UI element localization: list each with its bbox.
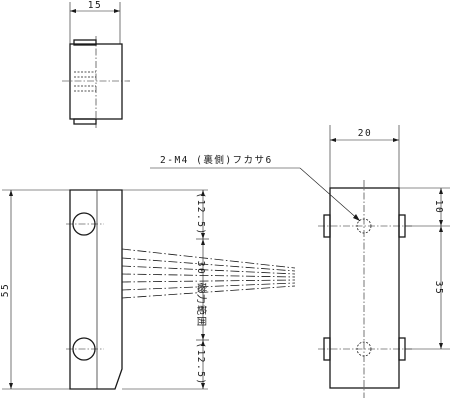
front-view: 55 (12.5) 30 磁力範囲 (12.5) (0, 189, 296, 390)
side-view-hole-pitch-dim: 35 (433, 281, 444, 295)
front-view-height-dim: 55 (0, 283, 11, 297)
top-view-width-dim: 15 (88, 0, 102, 11)
front-view-sensing-range-dim: 30 (195, 261, 206, 275)
tapped-hole-leader (299, 167, 361, 222)
side-view-width-dim: 20 (358, 128, 372, 139)
front-view-sensing-range-label: 磁力範囲 (195, 283, 208, 328)
front-view-upper-offset-dim: (12.5) (195, 192, 206, 235)
side-view-body (329, 187, 400, 389)
side-view-top-offset-dim: 10 (433, 200, 444, 214)
side-view: 20 10 35 2-M4 (裏側)フカサ6 (150, 125, 450, 398)
front-view-body (69, 189, 123, 390)
front-view-lower-offset-dim: (12.5) (195, 342, 206, 385)
top-view: 15 (62, 0, 130, 128)
top-view-tab-lower (73, 118, 97, 125)
tapped-hole-note: 2-M4 (裏側)フカサ6 (160, 154, 273, 166)
